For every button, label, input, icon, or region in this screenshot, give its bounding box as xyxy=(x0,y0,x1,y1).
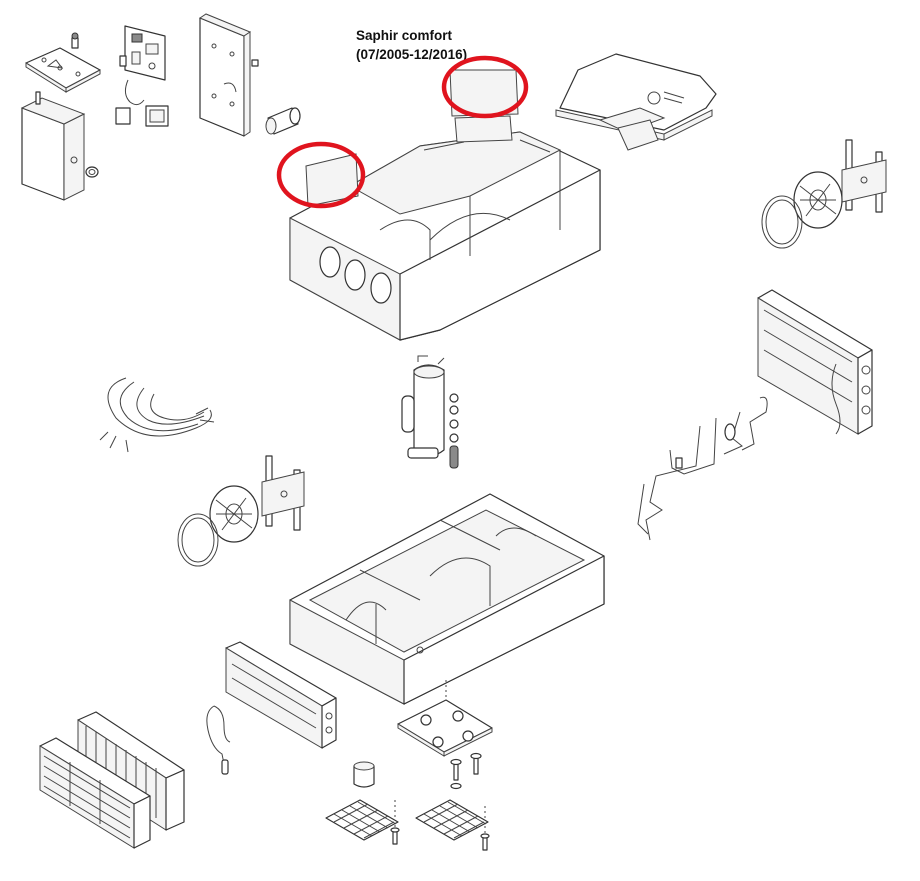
highlight-ring-right xyxy=(441,55,529,119)
wiring-harness xyxy=(99,377,215,453)
temperature-sensor xyxy=(206,705,231,775)
title-period: (07/2005-12/2016) xyxy=(356,47,468,62)
control-pcb xyxy=(115,25,169,127)
condenser-coil xyxy=(757,289,873,435)
diagram-title: Saphir comfort (07/2005-12/2016) xyxy=(356,26,467,64)
title-model: Saphir comfort xyxy=(356,28,453,43)
evaporator-coil xyxy=(225,641,337,749)
highlight-ring-left xyxy=(276,141,366,209)
drain-nozzle xyxy=(353,761,375,788)
electrical-cover xyxy=(20,91,99,201)
mesh-screen-right xyxy=(415,799,489,841)
capacitor xyxy=(265,107,301,135)
mesh-screen-left xyxy=(325,799,399,841)
top-cover-plate xyxy=(555,53,717,151)
air-grille xyxy=(39,737,151,849)
upper-housing xyxy=(289,69,601,341)
control-mount-plate xyxy=(25,32,101,93)
refrigerant-pipework xyxy=(637,396,768,541)
condenser-fan-left xyxy=(177,455,305,567)
evaporator-fan-right xyxy=(761,139,887,249)
compressor xyxy=(401,355,459,469)
capacitor-bracket xyxy=(198,13,259,137)
base-tray xyxy=(289,493,605,705)
highlight-markers xyxy=(276,55,529,209)
fixing-screws xyxy=(390,752,490,851)
mounting-plate xyxy=(397,680,493,757)
